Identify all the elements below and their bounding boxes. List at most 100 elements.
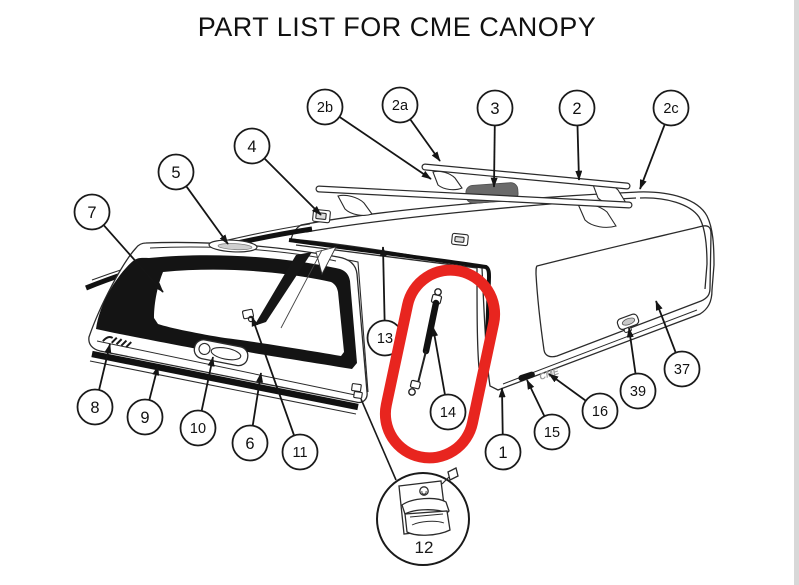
window-seal — [96, 255, 357, 369]
page-edge-strip — [794, 0, 799, 585]
gas-strut — [408, 288, 443, 396]
callout-number-13: 13 — [377, 331, 393, 347]
strut-bottom-bracket — [409, 379, 421, 390]
callout-arrow-10 — [200, 356, 215, 412]
callout-arrow-2 — [575, 125, 583, 181]
callout-circle-15 — [533, 413, 571, 451]
callout-number-39: 39 — [630, 384, 646, 400]
door-hinges — [312, 208, 469, 247]
callout-number-8: 8 — [90, 399, 99, 417]
callout-9: 9 — [126, 365, 164, 436]
callout-circle-4 — [233, 127, 271, 165]
rear-aperture-frame — [295, 244, 480, 369]
callout-arrow-5 — [185, 185, 229, 245]
page-title: PART LIST FOR CME CANOPY — [197, 12, 597, 42]
callout-circle-2b — [306, 88, 344, 126]
callout-arrow-4 — [263, 157, 322, 216]
callout-circle-9 — [126, 398, 164, 436]
callout-2a: 2a — [381, 86, 441, 162]
roof-bar-rear-fill — [316, 186, 632, 208]
callout-number-2a: 2a — [392, 98, 409, 114]
callout-7: 7 — [73, 193, 164, 293]
callout-circle-5 — [157, 153, 195, 191]
callout-arrow-2c — [639, 124, 666, 190]
clamp-drawing — [398, 467, 459, 536]
callout-number-10: 10 — [190, 421, 206, 437]
callout-16: 16 — [548, 373, 619, 430]
callout-number-4: 4 — [247, 138, 256, 156]
callout-number-2c: 2c — [663, 101, 678, 117]
callout-8: 8 — [76, 343, 114, 426]
callout-arrow-11 — [251, 316, 295, 436]
door-corner-bracket — [351, 383, 363, 399]
callout-10: 10 — [179, 356, 217, 447]
rear-bar-left-foot — [337, 194, 373, 216]
callout-number-2b: 2b — [317, 100, 333, 116]
callout-number-7: 7 — [87, 204, 96, 222]
callouts-layer: 2b 2a 3 2 2c 4 5 7 8 9 10 6 11 14 1 15 16 39 37 — [73, 86, 701, 471]
front-corner-line — [639, 197, 708, 290]
callout-number-37: 37 — [674, 362, 690, 378]
callout-circle-3 — [476, 89, 514, 127]
callout-2c: 2c — [639, 89, 690, 190]
callout-6: 6 — [231, 372, 269, 462]
callout-arrow-1 — [498, 387, 506, 435]
callout-number-14: 14 — [440, 405, 456, 421]
callout-arrow-16 — [548, 373, 587, 402]
through-glass-window-corner — [315, 246, 337, 276]
callout-11: 11 — [251, 316, 319, 471]
bump-stop — [518, 371, 535, 382]
door-lower-rail — [96, 340, 361, 397]
rear-aperture-seal — [288, 238, 492, 367]
callout-5: 5 — [157, 153, 229, 245]
callout-14: 14 — [429, 326, 467, 431]
callout-2b: 2b — [306, 88, 432, 180]
callout-number-5: 5 — [171, 164, 180, 182]
side-window — [535, 225, 712, 358]
callout-number-11: 11 — [292, 445, 307, 461]
brand-logo-mark — [102, 335, 132, 348]
callout-2: 2 — [558, 89, 596, 181]
strut-rod — [417, 350, 427, 384]
callout-circle-14 — [429, 393, 467, 431]
callout-arrow-14 — [431, 326, 446, 395]
strut-bottom-eyelet — [408, 388, 416, 396]
door-bottom-edge — [89, 360, 357, 415]
callout-circle-16 — [581, 392, 619, 430]
callout-arrow-8 — [98, 343, 112, 391]
callout-circle-2 — [558, 89, 596, 127]
callout-4: 4 — [233, 127, 322, 216]
callout-number-15: 15 — [544, 425, 560, 441]
strut-cylinder — [422, 299, 440, 355]
callout-number-16: 16 — [592, 404, 608, 420]
hinge-bracket-right-inner — [454, 236, 465, 243]
callout-number-3: 3 — [490, 100, 499, 118]
rear-door — [88, 239, 368, 415]
callout-arrow-37 — [655, 300, 677, 353]
callout-arrow-3 — [490, 125, 498, 188]
callout-circle-1 — [484, 433, 522, 471]
callout-circle-37 — [663, 350, 701, 388]
callout-circle-11 — [281, 433, 319, 471]
highlight-ring — [379, 264, 501, 464]
callout-39: 39 — [619, 327, 657, 410]
callout-arrow-2b — [338, 116, 432, 180]
callout-37: 37 — [655, 300, 701, 388]
callout-number-1: 1 — [498, 444, 507, 462]
callout-number-9: 9 — [140, 409, 149, 427]
callout-3: 3 — [476, 89, 514, 188]
door-bottom-strip — [91, 350, 359, 411]
callout-circle-39 — [619, 372, 657, 410]
hinge-bracket-left-inner — [315, 212, 327, 220]
roof-rack — [315, 163, 633, 228]
callout-circle-7 — [73, 193, 111, 231]
roof-bar-front-fill — [422, 164, 630, 189]
callout-number-6: 6 — [245, 435, 254, 453]
callout-circle-8 — [76, 388, 114, 426]
callout-circle-6 — [231, 424, 269, 462]
callout-arrow-39 — [626, 327, 637, 374]
callout-circle-2c — [652, 89, 690, 127]
detail-bubble: 12 — [360, 398, 470, 566]
canopy-outline — [290, 191, 715, 391]
